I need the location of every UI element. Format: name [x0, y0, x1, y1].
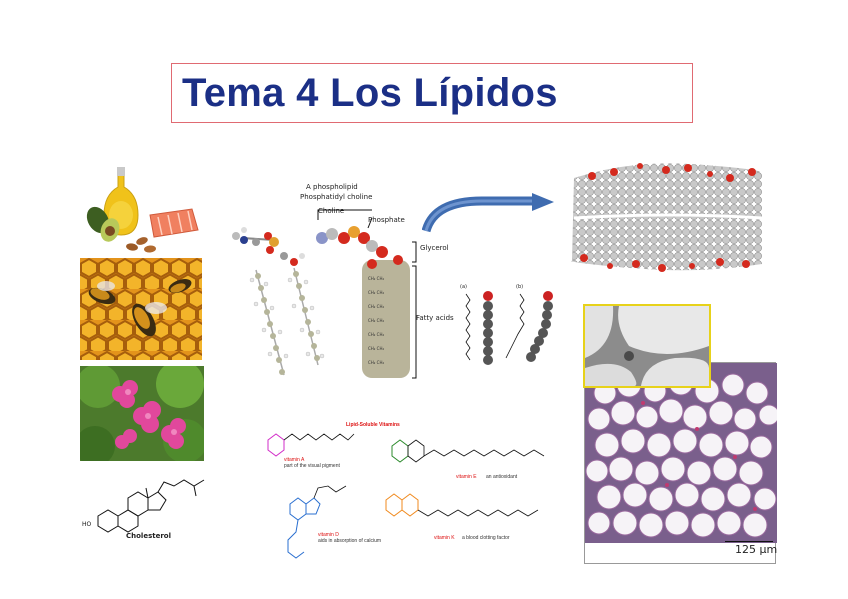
vitamin-a-desc: part of the visual pigment	[284, 463, 340, 469]
vitamin-a-label: vitamin A	[284, 457, 305, 463]
phosphate-label: Phosphate	[368, 216, 405, 224]
adipocyte-inset-image	[583, 304, 711, 388]
lipid-soluble-vitamins: Lipid-Soluble Vitamins vitamin A part of…	[262, 420, 562, 570]
panel-b-label: (b)	[516, 284, 524, 290]
vitamin-k-desc: a blood clotting factor	[462, 535, 510, 541]
phosphatidyl-choline-heading: Phosphatidyl choline	[300, 193, 373, 201]
arrow-right-icon	[422, 193, 554, 233]
phospholipid-diagram: A phospholipid Phosphatidyl choline Chol…	[222, 180, 454, 385]
scale-bar-label: 125 μm	[735, 543, 778, 556]
svg-text:CH₂ CH₂: CH₂ CH₂	[368, 304, 384, 309]
svg-text:CH₂ CH₂: CH₂ CH₂	[368, 332, 384, 337]
svg-text:CH₂ CH₂: CH₂ CH₂	[368, 318, 384, 323]
adipose-tissue-micrograph: 125 μm	[584, 362, 780, 564]
vitamin-e-desc: an antioxidant	[486, 474, 518, 480]
glycerol-label: Glycerol	[420, 244, 449, 252]
fatty-acid-models: (a) (b)	[458, 284, 568, 380]
panel-a-label: (a)	[460, 284, 467, 290]
vitamin-d-desc: aids in absorption of calcium	[318, 538, 382, 544]
choline-label: Choline	[318, 207, 345, 215]
title-box: Tema 4 Los Lípidos	[171, 63, 693, 123]
vitamin-k-label: vitamin K	[434, 535, 455, 541]
svg-text:CH₂ CH₂: CH₂ CH₂	[368, 276, 384, 281]
svg-text:CH₂ CH₂: CH₂ CH₂	[368, 346, 384, 351]
vitamin-e-label: vitamin E	[456, 474, 477, 480]
cholesterol-label: Cholesterol	[126, 532, 171, 540]
honeycomb-bees-image	[80, 258, 202, 360]
food-image	[80, 155, 208, 255]
svg-text:HO: HO	[82, 521, 92, 528]
cholesterol-structure: HO Cholesterol	[78, 468, 208, 548]
vitamins-heading: Lipid-Soluble Vitamins	[346, 422, 400, 428]
fatty-acids-label: Fatty acids	[416, 314, 454, 322]
phospholipid-heading: A phospholipid	[306, 183, 358, 191]
vitamin-d-label: vitamin D	[318, 532, 339, 538]
geranium-flowers-image	[80, 366, 204, 461]
svg-text:CH₂ CH₂: CH₂ CH₂	[368, 290, 384, 295]
svg-text:CH₂ CH₂: CH₂ CH₂	[368, 360, 384, 365]
page-title: Tema 4 Los Lípidos	[182, 71, 558, 115]
lipid-bilayer-image	[570, 156, 764, 280]
